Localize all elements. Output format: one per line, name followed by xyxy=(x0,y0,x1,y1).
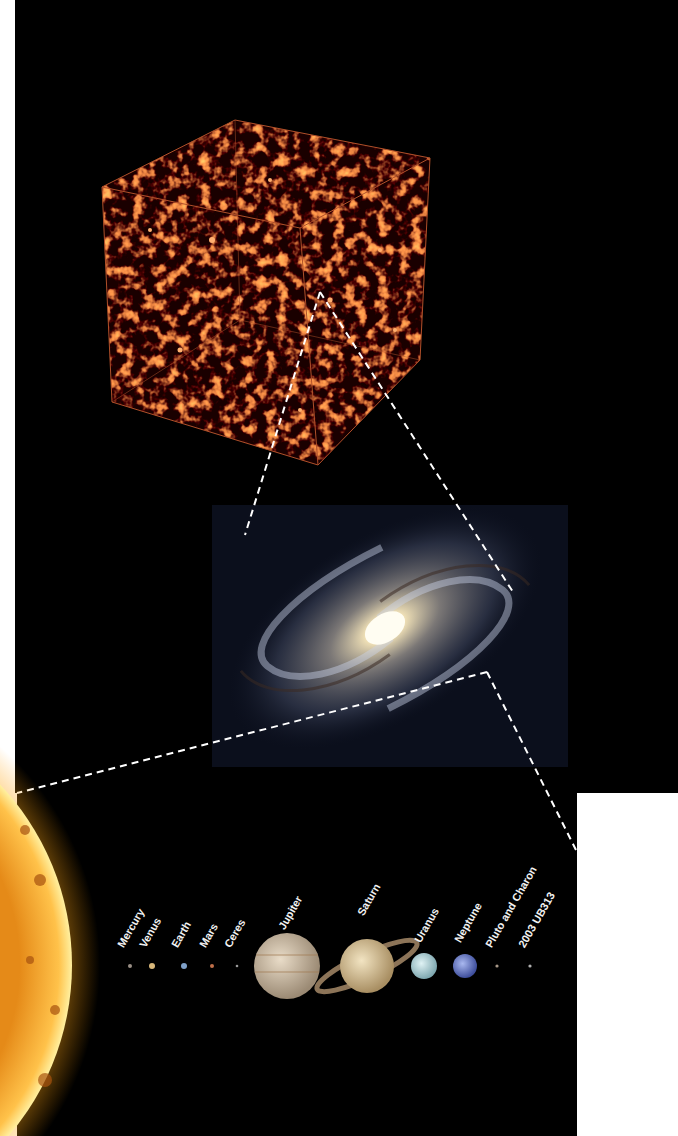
sun xyxy=(0,675,100,1136)
cosmic-web-cube xyxy=(100,118,432,468)
spiral-galaxy xyxy=(188,457,582,799)
planets xyxy=(128,932,532,1000)
zoom-lines xyxy=(17,292,577,852)
